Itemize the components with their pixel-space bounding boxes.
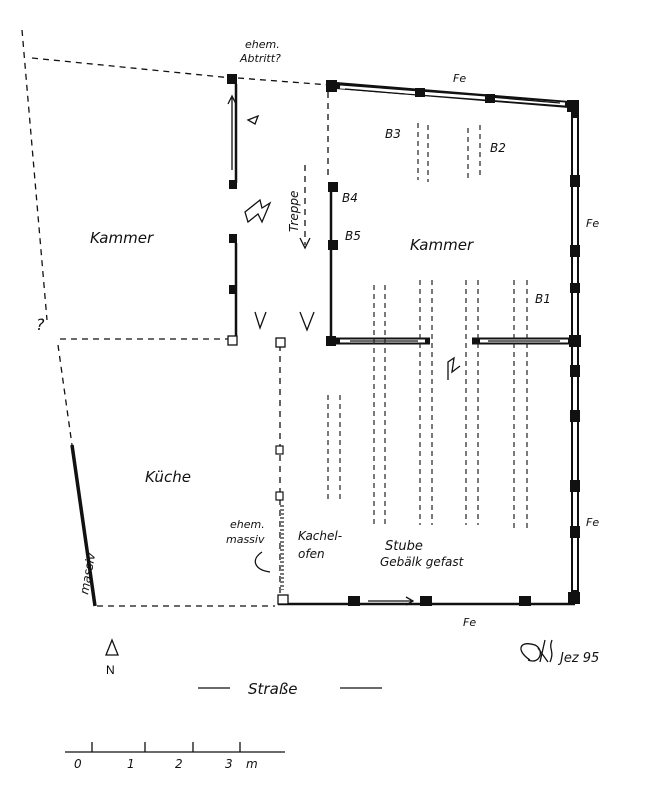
window-mark: Fe [453,72,466,85]
question-mark: ? [36,315,45,334]
room-label-kueche: Küche [145,468,191,486]
entrance-arrows [244,198,461,380]
window-mark: Fe [586,516,599,529]
scale-tick-label: 2 [175,757,183,771]
beam-label-b1: B1 [535,292,551,306]
ehem-massiv-label: ehem. [230,518,265,531]
pointer-arrow [254,551,271,573]
wall-kammer-left [227,74,260,346]
outer-boundary [21,29,331,607]
signature-date: Jez 95 [557,651,599,666]
stube-note: Gebälk gefast [380,555,465,569]
wall-stube [275,337,575,606]
wall-kammer-right [326,80,581,604]
ceiling-beams [299,123,528,530]
window-mark: Fe [586,217,599,230]
north-label: N [106,663,115,677]
scale-bar: 0 1 2 3 m [65,742,285,771]
ehem-massiv-label: massiv [226,533,265,546]
scale-tick-label: 0 [74,757,82,771]
room-label-stube: Stube [385,539,423,554]
window-mark: Fe [463,616,476,629]
signature: Jez 95 [520,639,599,666]
beam-label-b5: B5 [345,229,361,243]
scale-unit: m [246,757,258,771]
kachelofen-label: ofen [298,547,325,561]
massiv-label: massiv [77,551,98,596]
street-label: Straße [248,680,297,698]
kachelofen-label: Kachel- [298,529,342,543]
abtritt-label: Abtritt? [239,52,281,65]
north-arrow: N [105,638,119,677]
abtritt-label: ehem. [245,38,280,51]
beam-label-b2: B2 [490,141,506,155]
scale-tick-label: 1 [127,757,135,771]
room-label-kammer-right: Kammer [410,236,474,254]
beam-label-b4: B4 [342,191,358,205]
treppe-label: Treppe [287,191,301,232]
scale-tick-label: 3 [225,757,233,771]
room-label-kammer-left: Kammer [90,229,154,247]
beam-label-b3: B3 [385,127,401,141]
